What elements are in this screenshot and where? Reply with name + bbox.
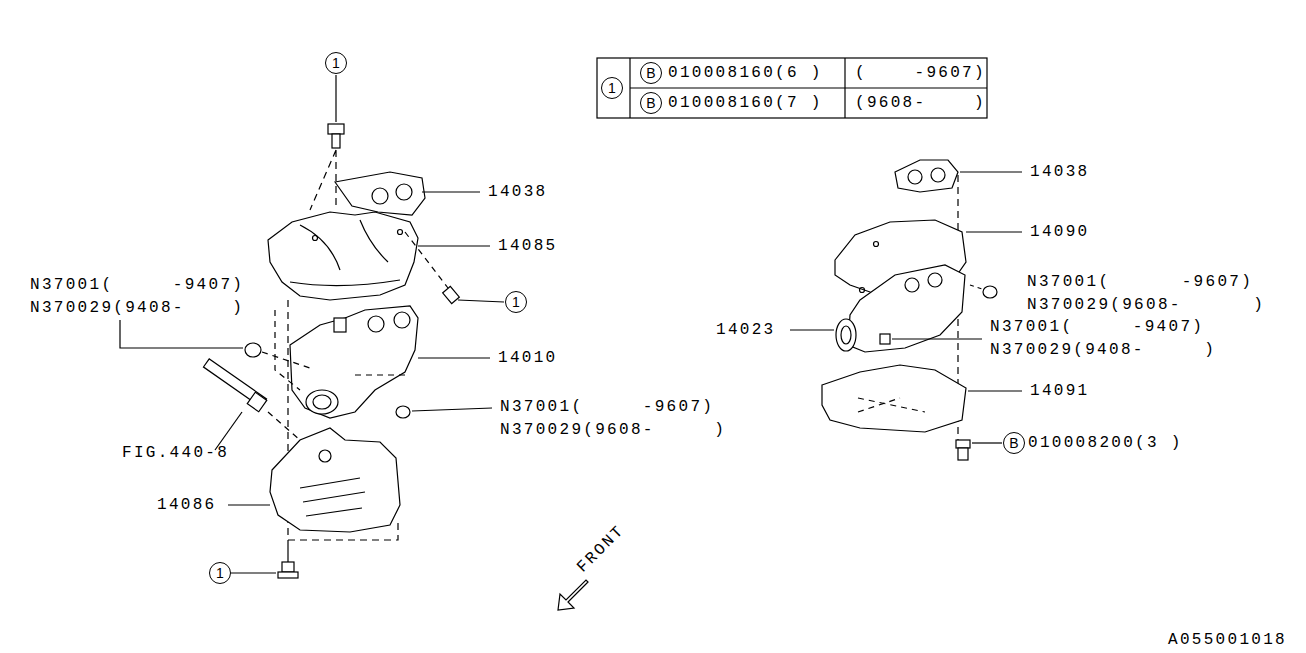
part-number: N37001( -9607) [1027, 272, 1253, 292]
part-number: 010008200(3 ) [1028, 433, 1183, 453]
heat-shield [822, 365, 1022, 432]
heat-shield [268, 212, 490, 300]
bolt [443, 286, 504, 303]
callout-text: 1 [608, 81, 616, 95]
part-number: N370029(9608- ) [500, 420, 726, 440]
callout-text: B [1009, 436, 1018, 450]
table-cell: 010008160(6 ) [668, 63, 823, 83]
part-number: 14038 [1030, 162, 1090, 182]
table-rule [630, 87, 987, 88]
callout-text: 1 [216, 566, 224, 580]
heat-shield [228, 428, 400, 532]
part-number: 14010 [498, 348, 558, 368]
part-number: 14023 [716, 320, 776, 340]
nut [396, 406, 492, 418]
callout-number: 1 [505, 291, 527, 313]
bolt [956, 440, 1002, 460]
part-number: 14091 [1030, 381, 1090, 401]
direction-label: FRONT [573, 521, 629, 577]
part-number: 14038 [488, 182, 548, 202]
part-number: N370029(9408- ) [30, 298, 244, 318]
bolt [231, 540, 298, 578]
part-number: N370029(9408- ) [990, 340, 1216, 360]
callout-text: 1 [512, 295, 520, 309]
callout-text: 1 [332, 56, 340, 70]
nut [120, 320, 310, 368]
table-cell: (9608- ) [855, 93, 986, 113]
part-number: N37001( -9607) [500, 397, 714, 417]
part-number: N37001( -9407) [990, 317, 1204, 337]
drawing-number: A055001018 [1168, 630, 1287, 650]
nut [970, 285, 997, 298]
gasket [335, 172, 480, 215]
part-number: 14090 [1030, 222, 1090, 242]
callout-text: B [646, 66, 655, 80]
assembly-line [310, 150, 336, 210]
table-cell: ( -9607) [855, 63, 986, 83]
table-cell: 010008160(7 ) [668, 93, 823, 113]
part-number: 14085 [498, 236, 558, 256]
figure-reference: FIG.440-8 [122, 443, 229, 463]
table-frame [597, 58, 987, 118]
bolt-type-symbol: B [640, 62, 662, 84]
oxygen-sensor [203, 359, 300, 450]
bolt-type-symbol: B [1003, 432, 1025, 454]
bolt [328, 75, 344, 148]
part-number: N37001( -9407) [30, 275, 244, 295]
front-arrow [558, 580, 588, 610]
callout-number: 1 [601, 77, 623, 99]
heat-shield [835, 220, 1022, 295]
nut [880, 334, 982, 344]
part-number: 14086 [157, 495, 217, 515]
callout-text: B [646, 96, 655, 110]
callout-number: 1 [209, 562, 231, 584]
exhaust-manifold [275, 306, 490, 418]
part-number: N370029(9608- ) [1027, 295, 1265, 315]
bolt-type-symbol: B [640, 92, 662, 114]
callout-number: 1 [325, 52, 347, 74]
